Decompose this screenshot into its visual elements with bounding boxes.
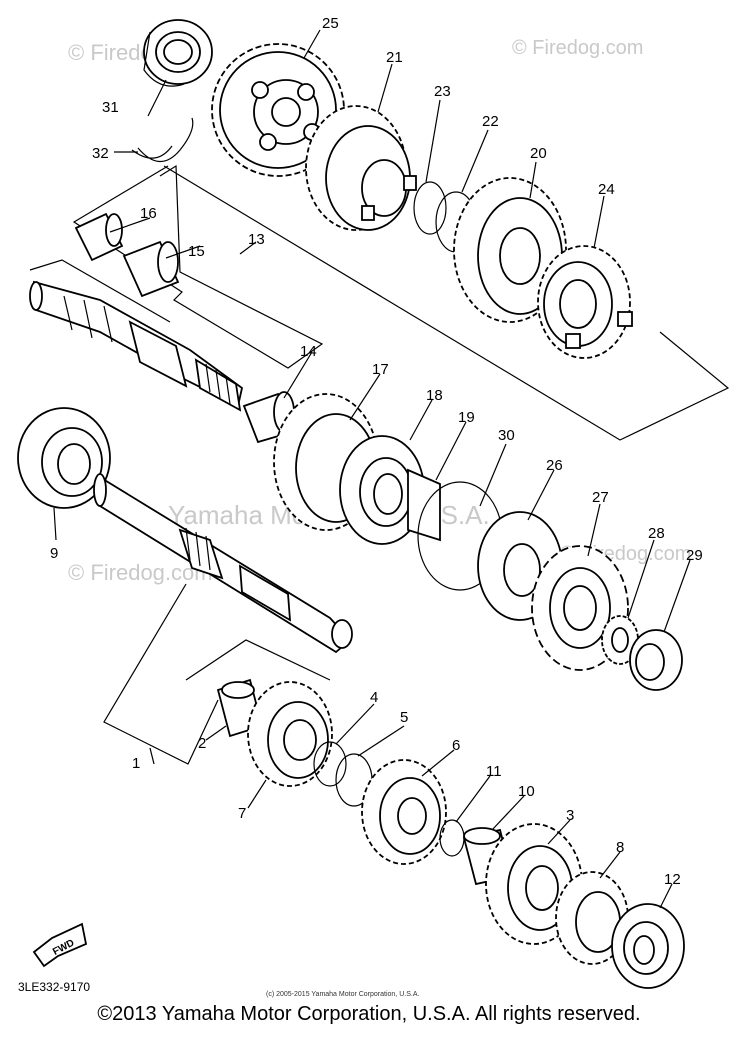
callout-8: 8 [616,839,624,856]
fwd-arrow-icon: FWD [32,922,88,968]
circlip-23 [413,181,447,235]
gear-24 [537,245,633,359]
washer-4 [313,741,347,787]
callout-17: 17 [372,361,389,378]
callout-12: 12 [664,871,681,888]
callout-2: 2 [198,735,206,752]
callout-4: 4 [370,689,378,706]
callout-10: 10 [518,783,535,800]
part-code: 3LE332-9170 [18,980,90,994]
watermark-middle-left: © Firedog.com [68,560,213,585]
drive-axle-frame [163,165,730,441]
callout-24: 24 [598,181,615,198]
callout-5: 5 [400,709,408,726]
small-print: (c) 2005-2015 Yamaha Motor Corporation, … [266,991,419,998]
callout-15: 15 [188,243,205,260]
lock-washer-28 [601,615,639,665]
callout-21: 21 [386,49,403,66]
nut-29 [629,629,683,691]
callout-7: 7 [238,805,246,822]
callout-18: 18 [426,387,443,404]
callout-11: 11 [486,763,502,780]
callout-16: 16 [140,205,157,222]
callout-13: 13 [248,231,265,248]
callout-6: 6 [452,737,460,754]
callout-32: 32 [92,145,109,162]
copyright-notice: ©2013 Yamaha Motor Corporation, U.S.A. A… [97,1003,641,1025]
callout-14: 14 [300,343,317,360]
collar-19 [407,468,441,542]
bearing-12 [611,903,685,989]
callout-29: 29 [686,547,703,564]
callout-19: 19 [458,409,475,426]
callout-28: 28 [648,525,665,542]
callout-9: 9 [50,545,58,562]
callout-30: 30 [498,427,515,444]
callout-1: 1 [132,755,140,772]
bearing-9 [17,407,111,509]
callout-26: 26 [546,457,563,474]
callout-3: 3 [566,807,574,824]
lower-bracket [103,583,219,765]
lower-frame [185,639,331,681]
callout-22: 22 [482,113,499,130]
bushing-16 [74,212,124,262]
circlip-32 [131,117,194,163]
gear-7 [247,681,333,787]
leader-lines [53,29,691,909]
shaft-frame [29,259,171,323]
bearing-31 [143,19,213,87]
washer-11 [439,819,465,857]
watermark-top-right: © Firedog.com [512,37,643,59]
gear-21 [305,105,417,231]
callout-25: 25 [322,15,339,32]
collar-15 [122,240,180,298]
callout-20: 20 [530,145,547,162]
callout-31: 31 [102,99,119,116]
bearing-18 [339,435,425,545]
gear-6 [361,759,447,865]
main-axle-13 [29,280,244,412]
drive-axle-shaft [93,473,353,654]
callout-27: 27 [592,489,609,506]
callout-23: 23 [434,83,451,100]
collar-14 [242,391,295,444]
